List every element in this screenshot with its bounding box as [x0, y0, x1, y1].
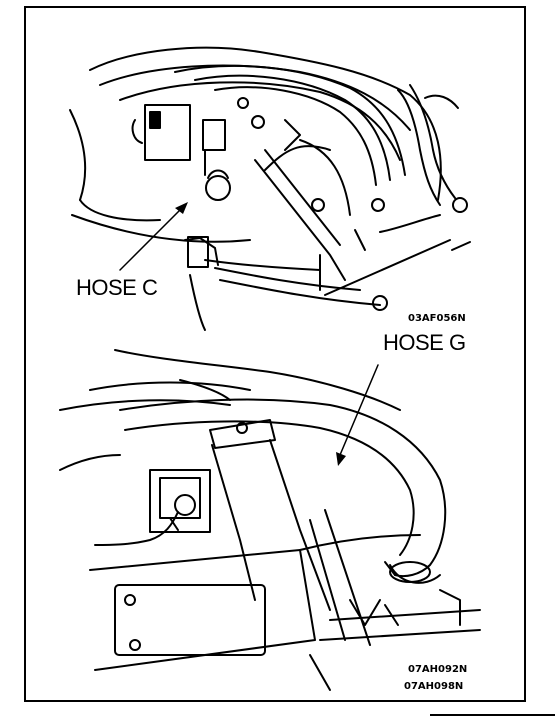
bottom-figure-code-1: 07AH092N [408, 664, 468, 675]
hose-c-label: HOSE C [76, 275, 158, 300]
page-rule [430, 714, 555, 716]
hose-g-label: HOSE G [383, 330, 466, 355]
bottom-figure-code-2: 07AH098N [404, 681, 464, 692]
top-engine-drawing [69, 46, 471, 331]
figure-frame [24, 6, 526, 702]
bottom-engine-drawing [59, 349, 481, 691]
top-figure-code: 03AF056N [408, 313, 466, 324]
